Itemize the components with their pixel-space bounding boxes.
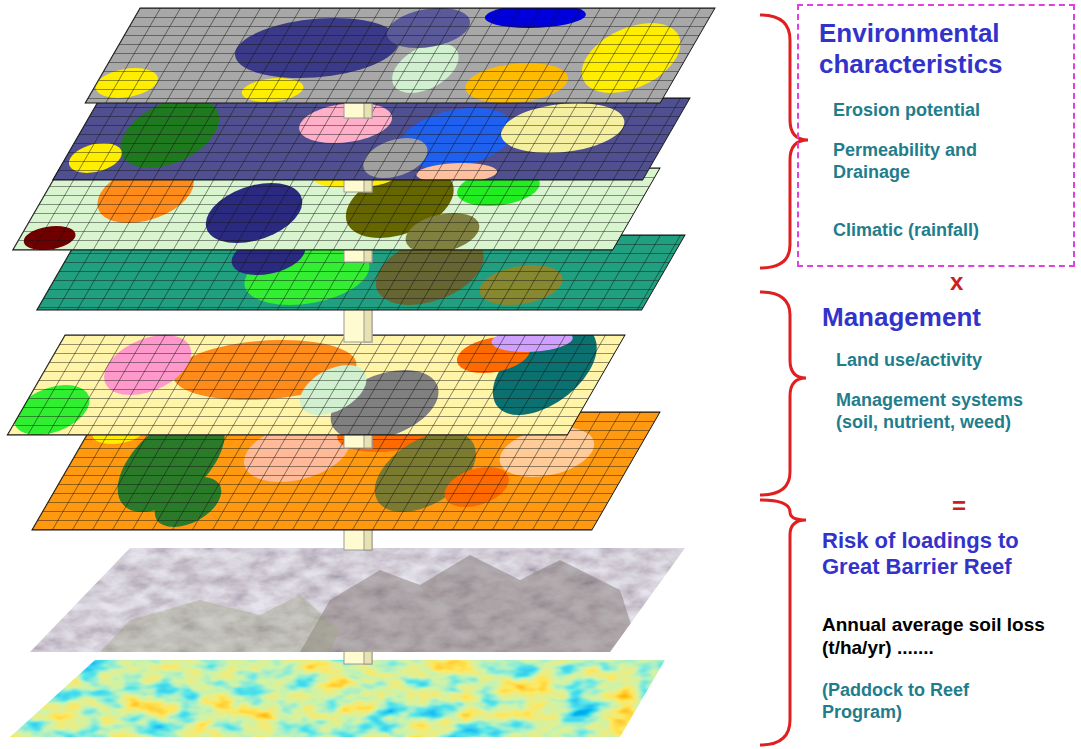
layer-post (344, 102, 372, 118)
curly-bracket (760, 292, 806, 495)
group-heading: Environmental characteristics (819, 18, 1069, 80)
erosion-layer (85, 4, 717, 103)
curly-bracket (760, 15, 808, 268)
permeability-layer (51, 98, 690, 183)
land-use-layer (0, 325, 631, 440)
factor-item: Land use/activity (836, 350, 982, 372)
operator-sign: x (950, 268, 963, 297)
result-heading: Risk of loadings to Great Barrier Reef (822, 528, 1074, 581)
layer-post (344, 306, 372, 342)
operator-sign: = (952, 492, 966, 521)
factor-item: Permeability and Drainage (833, 140, 1053, 183)
program-note: (Paddock to Reef Program) (822, 680, 1054, 723)
soil-loss-layer (10, 660, 665, 737)
group-heading: Management (822, 302, 981, 333)
curly-bracket (760, 500, 806, 745)
terrain-layer (30, 548, 685, 652)
dashed-group-box: Environmental characteristicsErosion pot… (797, 4, 1075, 267)
factor-item: Erosion potential (833, 100, 1069, 122)
result-note: Annual average soil loss (t/ha/yr) .....… (822, 614, 1070, 660)
factor-item: Management systems (soil, nutrient, weed… (836, 390, 1041, 433)
factor-item: Climatic (rainfall) (833, 220, 1069, 242)
